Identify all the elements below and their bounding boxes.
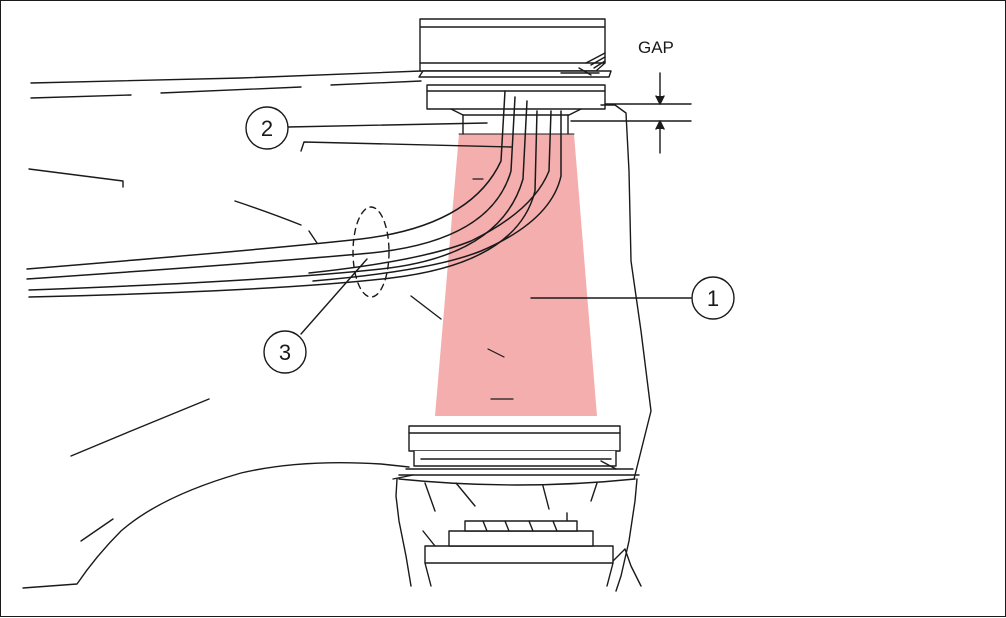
callout-2-label: 2 xyxy=(261,116,273,141)
callout-2: 2 xyxy=(245,106,488,150)
lower-housing xyxy=(392,104,652,592)
callout-1-label: 1 xyxy=(707,286,719,311)
sleeve-detail-strokes xyxy=(472,178,514,400)
highlighted-sleeve xyxy=(435,134,597,416)
upper-arm-outline xyxy=(28,70,512,542)
gap-dimension xyxy=(570,72,692,154)
callout-3: 3 xyxy=(263,258,368,374)
cable-bundle-ellipse xyxy=(352,206,390,298)
base-link-outline xyxy=(22,461,410,589)
bearing-ring xyxy=(426,84,606,135)
top-cap xyxy=(418,18,612,78)
callout-3-label: 3 xyxy=(279,340,291,365)
cable-bundle xyxy=(26,90,562,298)
callout-1: 1 xyxy=(530,276,735,320)
gap-label: GAP xyxy=(638,38,674,57)
